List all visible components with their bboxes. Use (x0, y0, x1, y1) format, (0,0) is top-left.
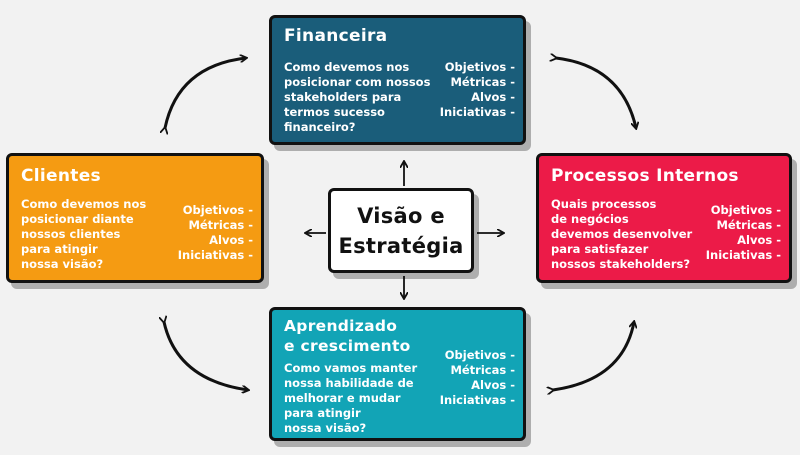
card-title: Clientes (21, 166, 101, 186)
card-question: Quais processos de negócios devemos dese… (551, 197, 693, 271)
metric-iniciativas: Iniciativas - (439, 105, 515, 119)
card-financeira: Financeira Como devemos nos posicionar c… (269, 15, 526, 145)
card-clientes: Clientes Como devemos nos posicionar dia… (6, 153, 264, 283)
metric-metricas: Métricas - (188, 218, 253, 232)
card-title: Financeira (284, 26, 388, 46)
card-question: Como devemos nos posicionar diante nosso… (21, 197, 147, 271)
metric-alvos: Alvos - (471, 378, 515, 392)
metric-objetivos: Objetivos - (444, 348, 515, 362)
metric-iniciativas: Iniciativas - (439, 393, 515, 407)
metric-objetivos: Objetivos - (182, 203, 253, 217)
curved-arrow-top-right (556, 58, 636, 128)
curved-arrow-top-left (165, 58, 246, 128)
card-metrics: Objetivos - Métricas - Alvos - Iniciativ… (178, 203, 253, 263)
card-title: Aprendizado e crescimento (284, 317, 411, 355)
metric-metricas: Métricas - (450, 363, 515, 377)
card-metrics: Objetivos - Métricas - Alvos - Iniciativ… (440, 60, 515, 120)
metric-iniciativas: Iniciativas - (177, 248, 253, 262)
card-aprendizado-crescimento: Aprendizado e crescimento Como vamos man… (269, 307, 526, 441)
card-metrics: Objetivos - Métricas - Alvos - Iniciativ… (440, 348, 515, 408)
card-metrics: Objetivos - Métricas - Alvos - Iniciativ… (706, 203, 781, 263)
metric-objetivos: Objetivos - (710, 203, 781, 217)
center-title: Visão e Estratégia (338, 203, 464, 258)
metric-metricas: Métricas - (450, 75, 515, 89)
card-question: Como vamos manter nossa habilidade de me… (284, 361, 418, 435)
card-title: Processos Internos (551, 166, 739, 186)
metric-objetivos: Objetivos - (444, 60, 515, 74)
metric-iniciativas: Iniciativas - (705, 248, 781, 262)
metric-alvos: Alvos - (471, 90, 515, 104)
metric-alvos: Alvos - (209, 233, 253, 247)
curved-arrow-bottom-left (164, 322, 248, 390)
center-vision-box: Visão e Estratégia (328, 188, 474, 273)
metric-metricas: Métricas - (716, 218, 781, 232)
curved-arrow-bottom-right (553, 322, 634, 390)
card-question: Como devemos nos posicionar com nossos s… (284, 60, 431, 134)
metric-alvos: Alvos - (737, 233, 781, 247)
card-processos-internos: Processos Internos Quais processos de ne… (536, 153, 792, 283)
